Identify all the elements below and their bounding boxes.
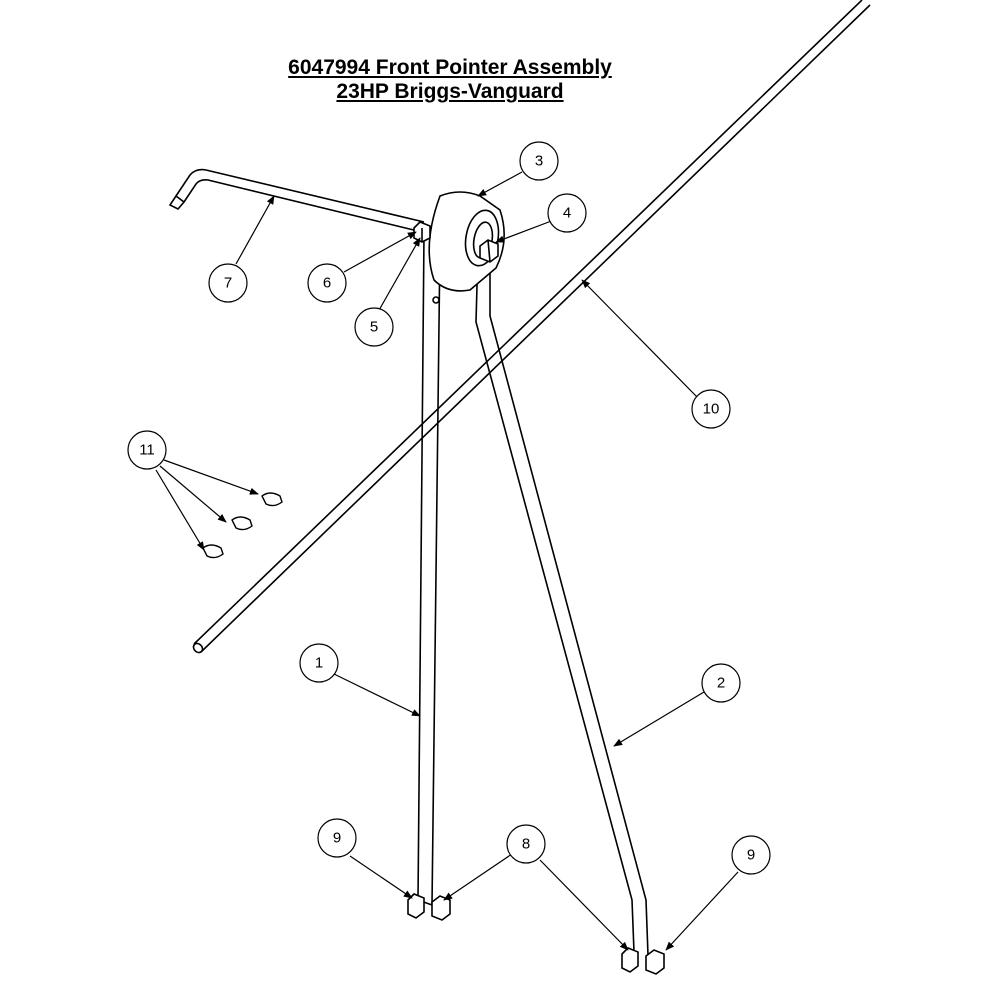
- callout-3: 3: [519, 141, 559, 181]
- callout-5: 5: [354, 307, 394, 347]
- callout-2-label: 2: [717, 675, 725, 692]
- part-11-clips: [202, 492, 283, 559]
- callout-11-label: 11: [139, 442, 155, 459]
- callouts: 3 4 7 6 5 10 11 1 2 9 8 9: [127, 141, 771, 875]
- callout-9-right: 9: [731, 835, 771, 875]
- callout-1-label: 1: [315, 655, 323, 672]
- callout-9-left: 9: [317, 818, 357, 858]
- callout-3-label: 3: [535, 153, 543, 170]
- diagram-title: 6047994 Front Pointer Assembly 23HP Brig…: [0, 56, 900, 104]
- part-5-6-nut: [413, 221, 431, 243]
- part-7-pointer: [168, 168, 425, 233]
- part-8-9-bottom-left: [407, 893, 451, 921]
- part-4-bolt: [479, 239, 499, 263]
- part-1-vertical-bar: [417, 233, 441, 907]
- callout-1: 1: [299, 643, 339, 683]
- part-10-rod: [192, 0, 871, 654]
- callout-4: 4: [547, 193, 587, 233]
- callout-2: 2: [701, 663, 741, 703]
- callout-7: 7: [208, 263, 248, 303]
- callout-5-label: 5: [370, 319, 378, 336]
- callout-10: 10: [691, 389, 731, 429]
- callout-8-label: 8: [522, 836, 530, 853]
- callout-6: 6: [307, 263, 347, 303]
- callout-7-label: 7: [224, 275, 232, 292]
- part-8-9-bottom-right: [621, 947, 665, 975]
- callout-9-left-label: 9: [333, 830, 341, 847]
- title-line-2: 23HP Briggs-Vanguard: [336, 80, 564, 103]
- callout-9-right-label: 9: [747, 847, 755, 864]
- leader-lines: [155, 171, 739, 951]
- callout-4-label: 4: [563, 205, 571, 222]
- callout-8: 8: [506, 824, 546, 864]
- part-2-angled-bar: [475, 249, 649, 956]
- title-line-1: 6047994 Front Pointer Assembly: [288, 56, 612, 79]
- callout-11: 11: [127, 430, 167, 470]
- callout-10-label: 10: [703, 401, 720, 418]
- callout-6-label: 6: [323, 275, 331, 292]
